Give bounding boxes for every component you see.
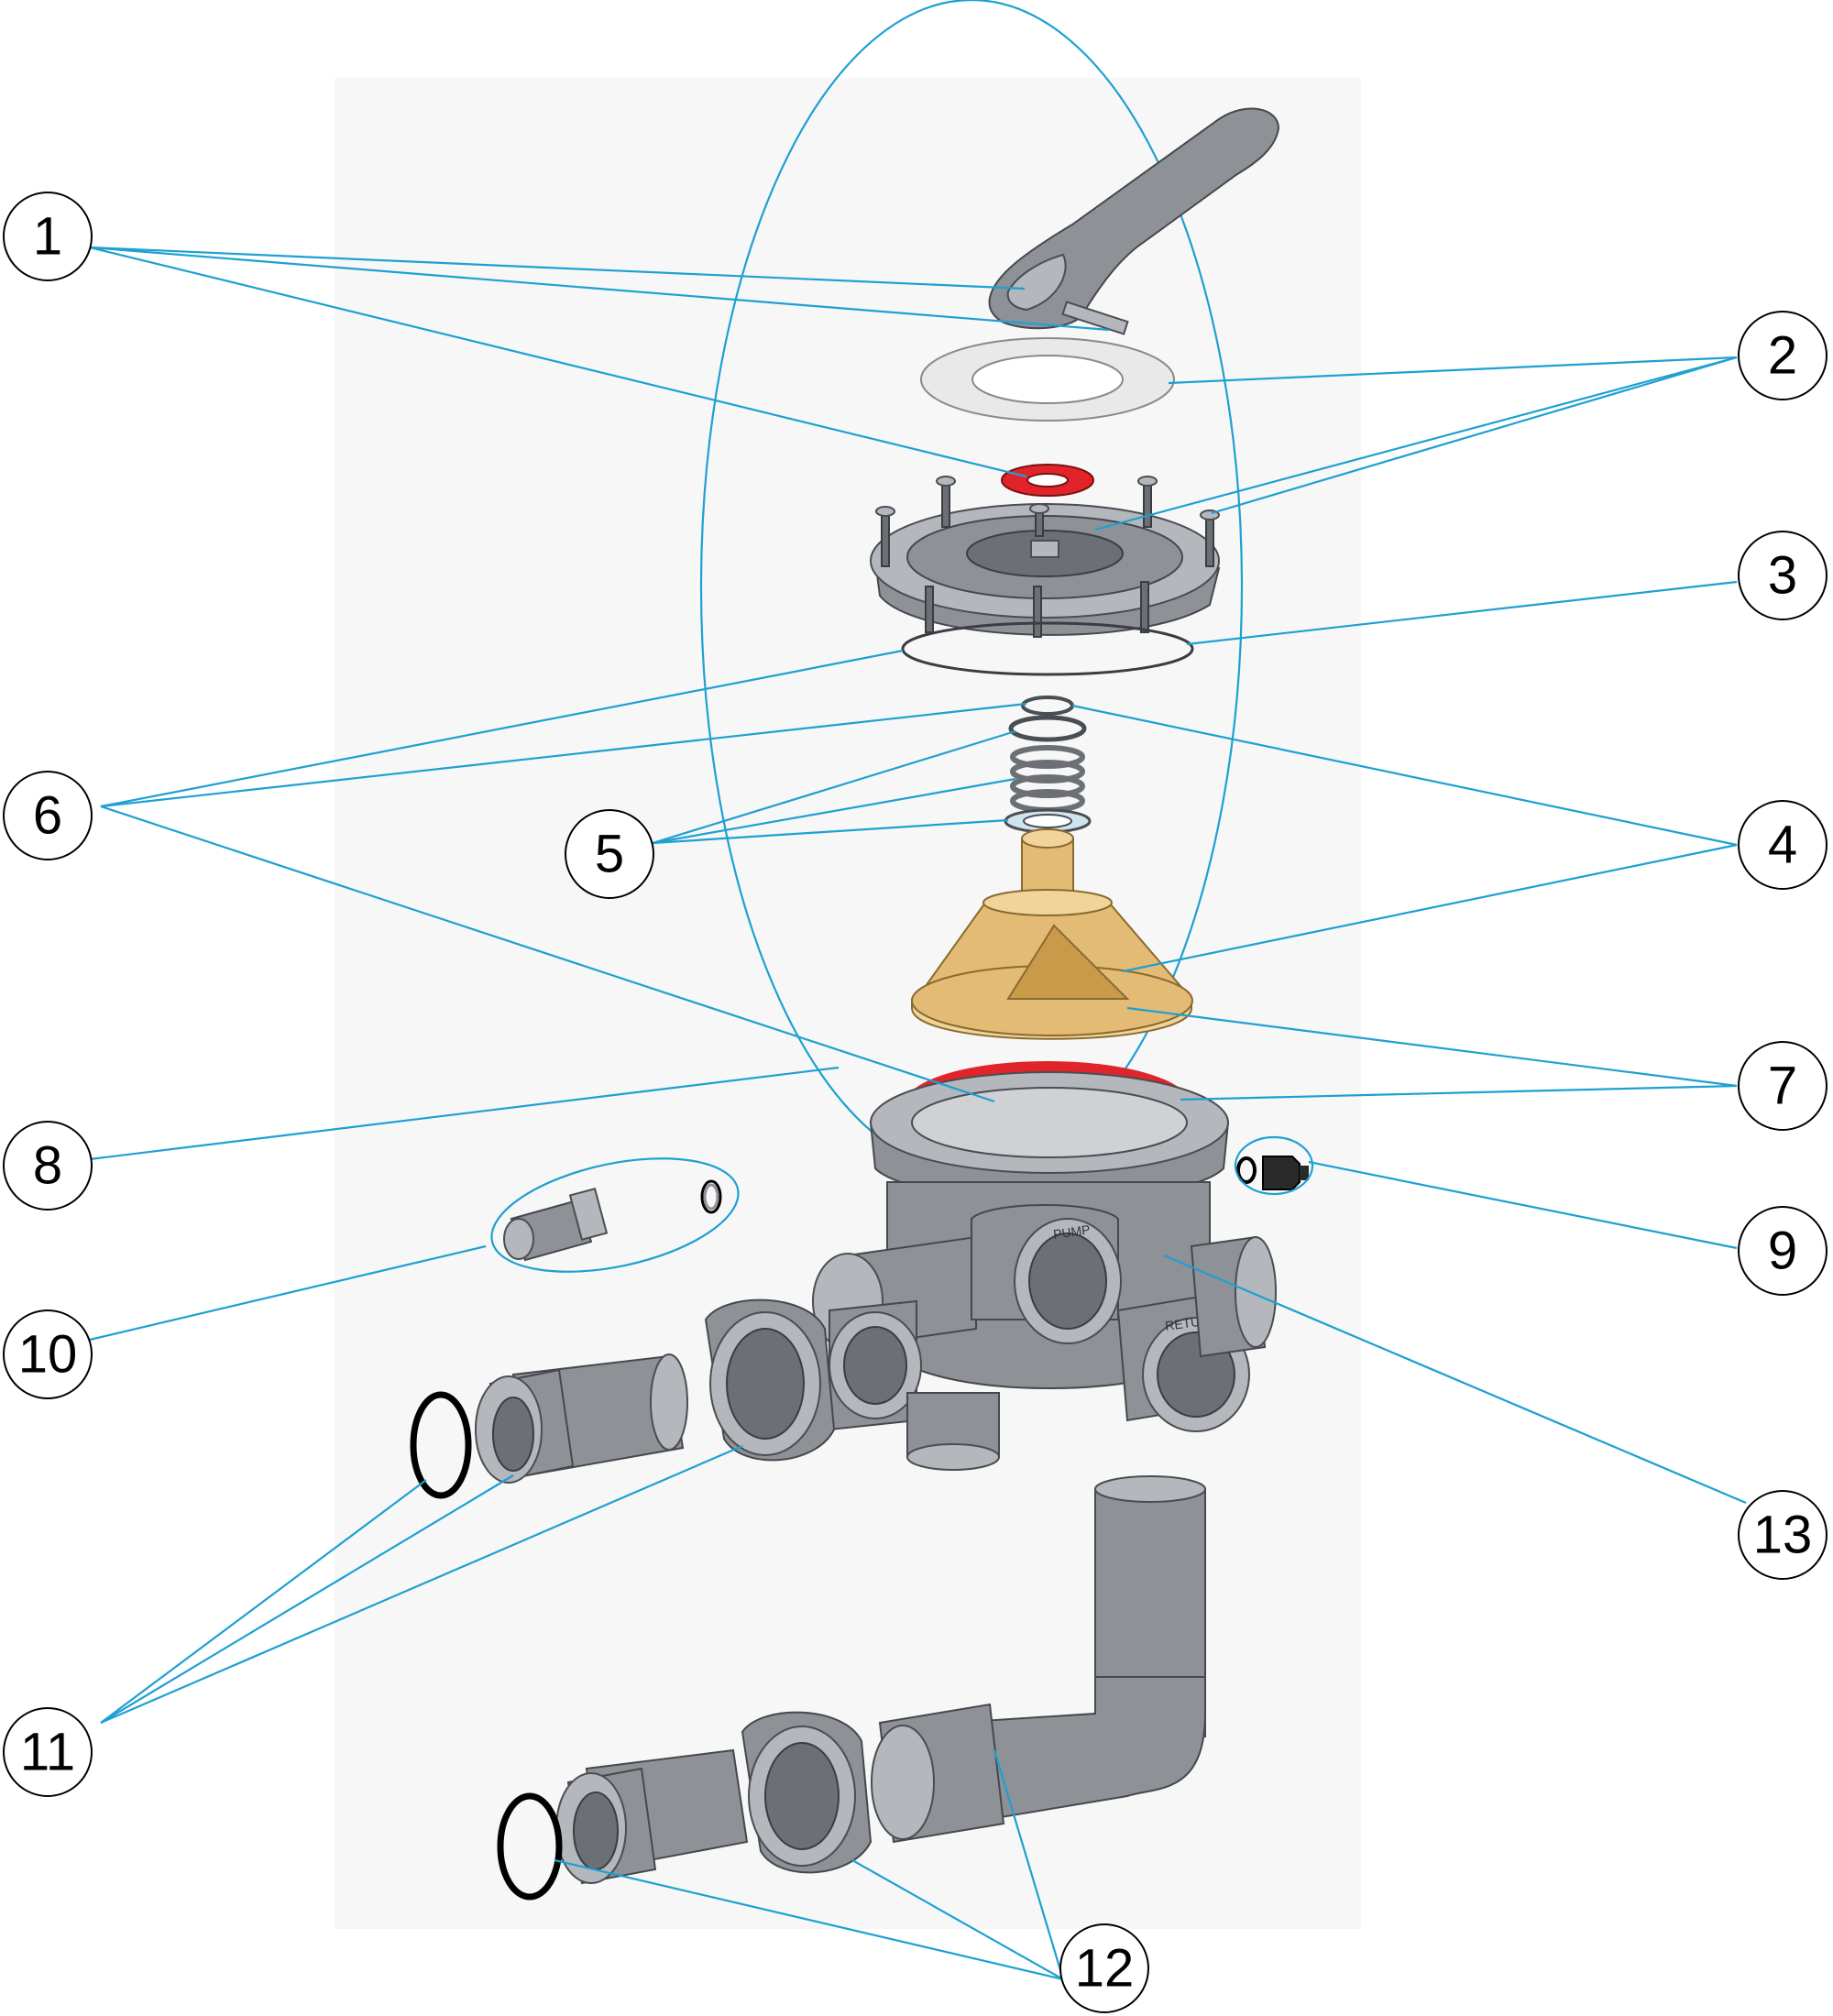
union-upper-part (410, 1298, 836, 1499)
pump-port-label: PUMP (1052, 1222, 1091, 1241)
drain-plug-group-ellipse (1234, 1135, 1314, 1196)
red-washer-part (1001, 464, 1094, 497)
drain-plug-part (1236, 1156, 1309, 1190)
callout-2-label: 2 (1768, 326, 1797, 386)
callout-6-label: 6 (33, 786, 62, 846)
elbow-pipe-part (497, 1475, 1206, 1901)
callout-13: 13 (1738, 1490, 1828, 1580)
handle-pin (1061, 301, 1129, 335)
callout-8: 8 (3, 1121, 93, 1211)
callout-3-label: 3 (1768, 546, 1797, 606)
callout-3: 3 (1738, 531, 1828, 620)
flat-gasket-part (920, 337, 1175, 422)
gauge-adaptor-group-ellipse (490, 1157, 740, 1273)
valve-body-part: PUMP RETURN (812, 1071, 1277, 1471)
callout-11: 11 (3, 1707, 93, 1797)
leader-lines (89, 246, 1747, 1981)
callout-4: 4 (1738, 800, 1828, 890)
cover-screws (875, 476, 1220, 638)
handle-part (988, 107, 1280, 335)
cover-o-ring-part (901, 621, 1194, 676)
callout-7-label: 7 (1768, 1057, 1797, 1116)
callout-11-label: 11 (20, 1723, 75, 1782)
callout-7: 7 (1738, 1041, 1828, 1131)
callout-13-label: 13 (1753, 1506, 1813, 1565)
rotor-part (911, 828, 1194, 1040)
callout-4-label: 4 (1768, 816, 1797, 875)
callout-10-label: 10 (18, 1325, 78, 1385)
spring-part (1004, 715, 1092, 834)
callout-1: 1 (3, 192, 93, 281)
callout-12: 12 (1059, 1923, 1149, 2013)
callout-1-label: 1 (33, 207, 62, 267)
callout-2: 2 (1738, 311, 1828, 400)
valve-cover-part (870, 476, 1221, 638)
callout-10: 10 (3, 1309, 93, 1399)
callout-5: 5 (565, 809, 654, 899)
callout-5-label: 5 (595, 825, 624, 884)
callout-9-label: 9 (1768, 1222, 1797, 1281)
callout-12-label: 12 (1075, 1939, 1135, 1999)
callout-9: 9 (1738, 1206, 1828, 1296)
callout-8-label: 8 (33, 1136, 62, 1196)
background-panel (335, 78, 1361, 1929)
gauge-adaptor-part (503, 1179, 722, 1262)
callout-6: 6 (3, 771, 93, 860)
